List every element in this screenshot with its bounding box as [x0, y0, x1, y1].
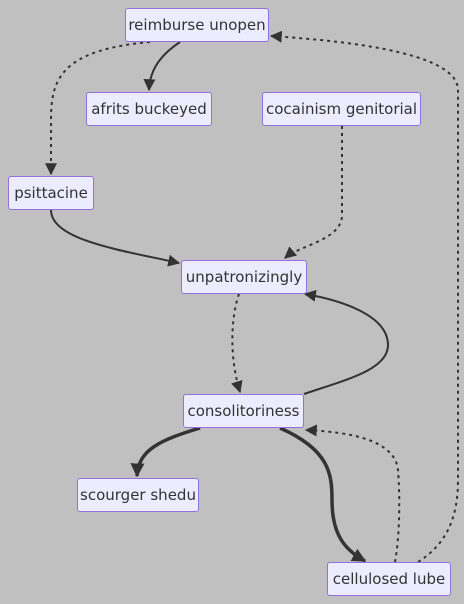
edge-consolitoriness-to-cellulosed	[279, 426, 367, 563]
node-scourger-shedu[interactable]: scourger shedu	[77, 478, 199, 512]
edge-consolitoriness-to-scourger	[130, 426, 201, 478]
edge-cocainism-to-unpatronizingly	[284, 126, 343, 259]
node-cocainism-genitorial[interactable]: cocainism genitorial	[262, 92, 421, 126]
edge-reimburse-to-psittacine	[45, 41, 151, 176]
edge-psittacine-to-unpatronizingly	[50, 209, 181, 267]
edge-cellulosed-to-consolitoriness	[304, 424, 401, 563]
node-psittacine[interactable]: psittacine	[8, 176, 94, 210]
node-reimburse-unopen[interactable]: reimburse unopen	[125, 8, 269, 42]
node-cellulosed-lube[interactable]: cellulosed lube	[327, 562, 451, 596]
edge-reimburse-to-afrits	[143, 41, 181, 92]
edge-unpatronizingly-to-consolitoriness	[231, 293, 243, 394]
node-unpatronizingly[interactable]: unpatronizingly	[181, 260, 307, 294]
node-consolitoriness[interactable]: consolitoriness	[183, 394, 304, 428]
edge-consolitoriness-to-unpatronizingly	[303, 289, 390, 395]
edge-cellulosed-to-reimburse	[269, 30, 459, 563]
node-afrits-buckeyed[interactable]: afrits buckeyed	[86, 92, 212, 126]
